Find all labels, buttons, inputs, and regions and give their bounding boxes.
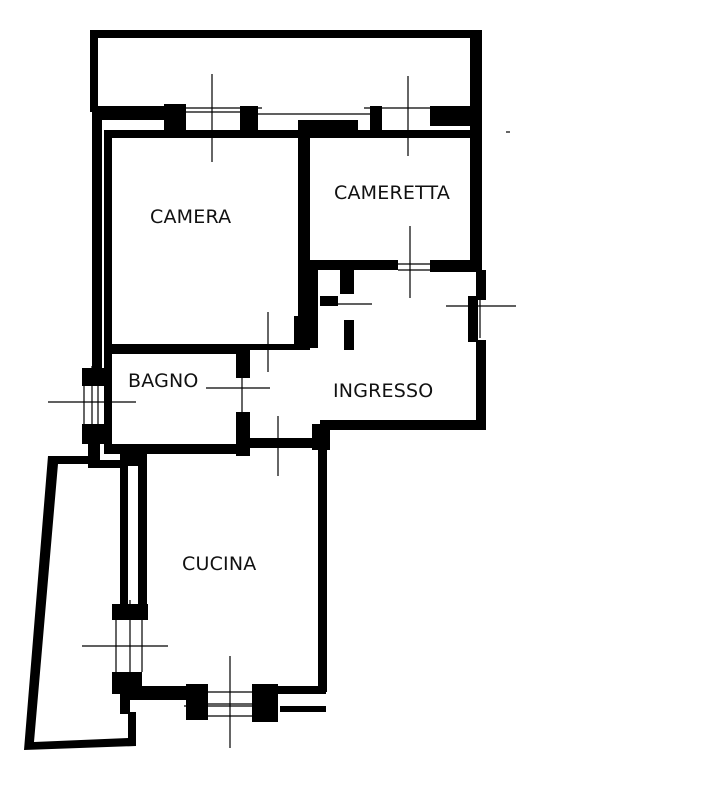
exterior-walls	[92, 104, 486, 722]
opening-crosshairs	[48, 74, 516, 748]
interior-walls	[82, 130, 482, 468]
room-label-camera: CAMERA	[150, 206, 231, 228]
room-label-cameretta: CAMERETTA	[334, 182, 450, 204]
room-label-bagno: BAGNO	[128, 370, 199, 392]
room-label-cucina: CUCINA	[182, 553, 256, 575]
left-balcony	[24, 456, 136, 750]
room-label-ingresso: INGRESSO	[333, 380, 433, 402]
top-terrace	[90, 30, 482, 120]
